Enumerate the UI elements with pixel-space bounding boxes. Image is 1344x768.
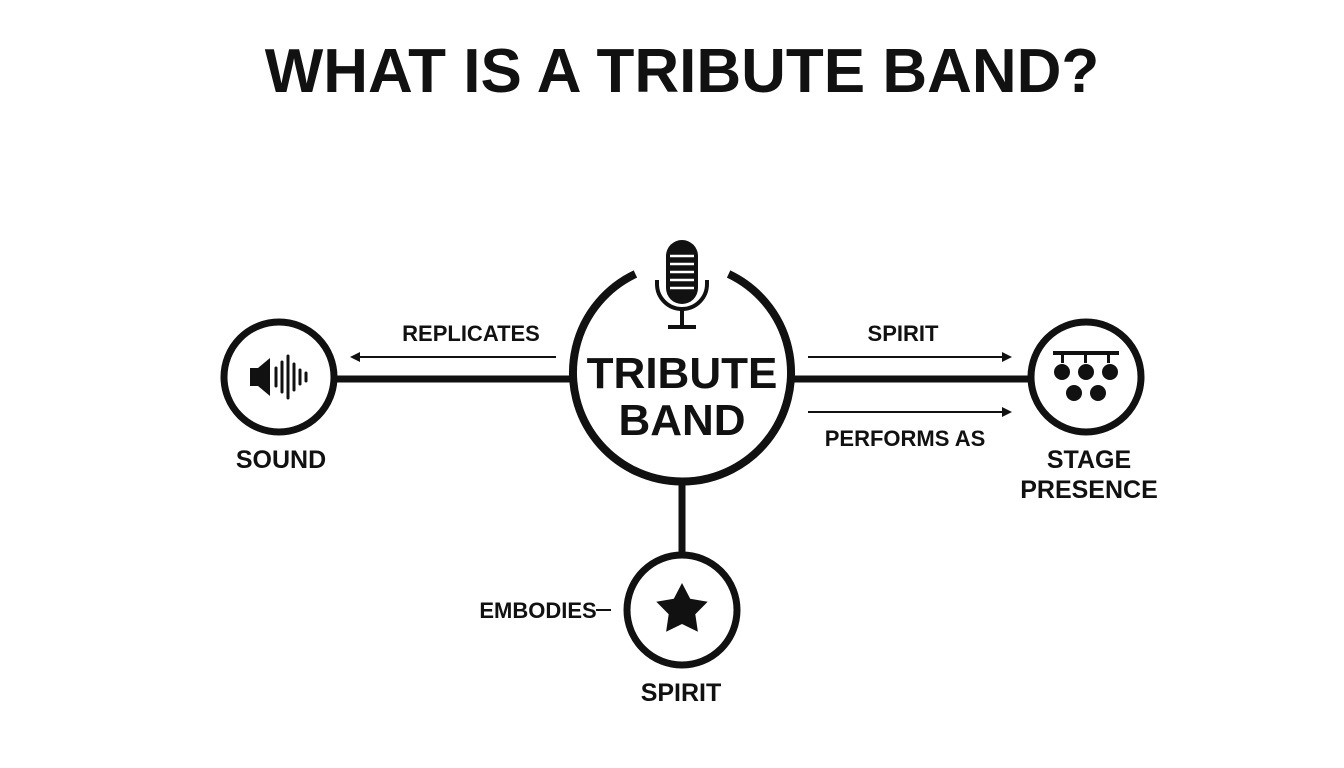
- arrow-spirit: [808, 352, 1012, 362]
- edge-label-performs-as: PERFORMS AS: [825, 426, 986, 451]
- stage-node: STAGE PRESENCE: [1020, 318, 1158, 504]
- edge-label-replicates: REPLICATES: [402, 321, 540, 346]
- sound-node: SOUND: [220, 318, 338, 474]
- diagram-title: WHAT IS A TRIBUTE BAND?: [265, 37, 1100, 106]
- sound-label: SOUND: [236, 446, 326, 474]
- spirit-node: SPIRIT: [623, 551, 741, 707]
- center-ring: [569, 270, 795, 486]
- arrow-performs-as: [808, 407, 1012, 417]
- edge-label-embodies: EMBODIES: [479, 598, 596, 623]
- connectors: [336, 375, 1030, 555]
- star-icon: [656, 583, 708, 632]
- arrow-replicates: [350, 352, 556, 362]
- center-label-line1: TRIBUTE: [587, 349, 778, 398]
- stage-label-line1: STAGE: [1047, 446, 1131, 474]
- spirit-label: SPIRIT: [641, 679, 722, 707]
- sound-wave-icon: [250, 354, 308, 400]
- arrows: [350, 352, 1012, 611]
- stage-label-line2: PRESENCE: [1020, 476, 1158, 504]
- edge-label-spirit: SPIRIT: [868, 321, 939, 346]
- center-label-line2: BAND: [618, 396, 745, 445]
- sound-node-ring: [220, 318, 338, 436]
- stage-lights-icon: [1053, 351, 1119, 401]
- microphone-icon: [655, 240, 709, 329]
- center-node: TRIBUTE BAND: [569, 240, 795, 486]
